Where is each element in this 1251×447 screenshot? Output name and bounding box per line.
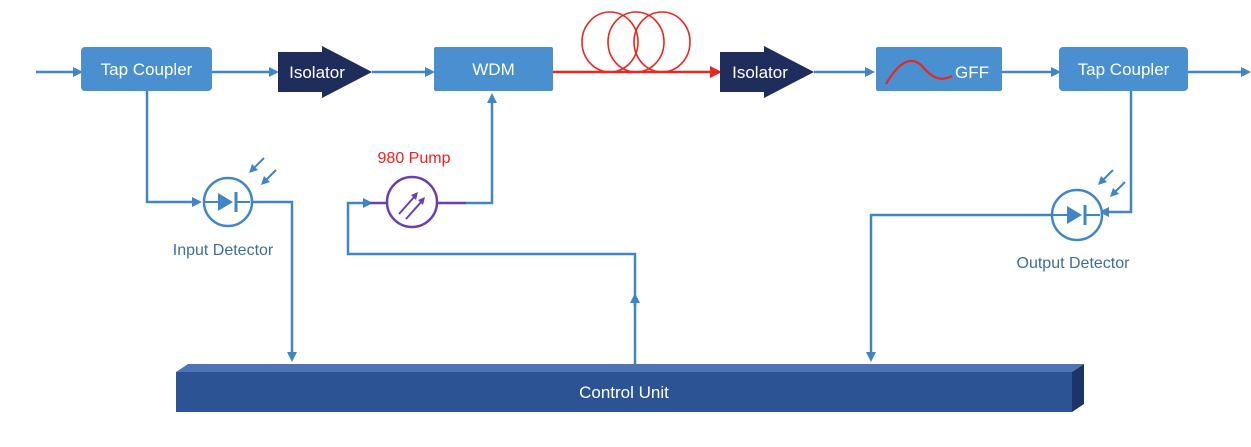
photodiode-icon [1053,205,1100,225]
tap-coupler-input-label: Tap Coupler [101,60,193,79]
pump-to-wdm-line [466,93,497,205]
input-tap-branch-line [145,91,202,207]
control-unit: Control Unit [176,364,1084,412]
tap-coupler-output-label: Tap Coupler [1078,60,1170,79]
input-detector-label: Input Detector [173,242,274,259]
fiber-coil-icon [581,11,691,73]
wdm-block: WDM [434,47,553,91]
output-detector-label: Output Detector [1017,255,1131,272]
pump-label: 980 Pump [378,150,451,167]
isolator-1: Isolator [278,46,372,98]
output-detector: Output Detector [1017,169,1131,272]
output-detector-to-control-line [866,213,1052,362]
control-unit-label: Control Unit [579,383,669,402]
input-detector-to-control-line [252,200,297,362]
laser-diode-icon [398,192,425,220]
incoming-light-arrows [1098,169,1126,197]
pump-laser [370,175,466,229]
tap-coupler-input: Tap Coupler [81,47,212,91]
control-to-pump-line [346,198,637,367]
isolator-2-label: Isolator [732,63,788,82]
gff-label: GFF [955,63,989,82]
wdm-label: WDM [472,60,514,79]
gff-block: GFF [876,47,1002,91]
incoming-light-arrows [249,157,277,185]
isolator-2: Isolator [720,46,814,98]
isolator-1-label: Isolator [289,63,345,82]
tap-coupler-output: Tap Coupler [1059,47,1188,91]
input-detector: Input Detector [173,157,277,259]
output-tap-branch-line [1099,91,1133,217]
photodiode-icon [204,192,250,212]
filter-curve-icon [885,59,953,85]
